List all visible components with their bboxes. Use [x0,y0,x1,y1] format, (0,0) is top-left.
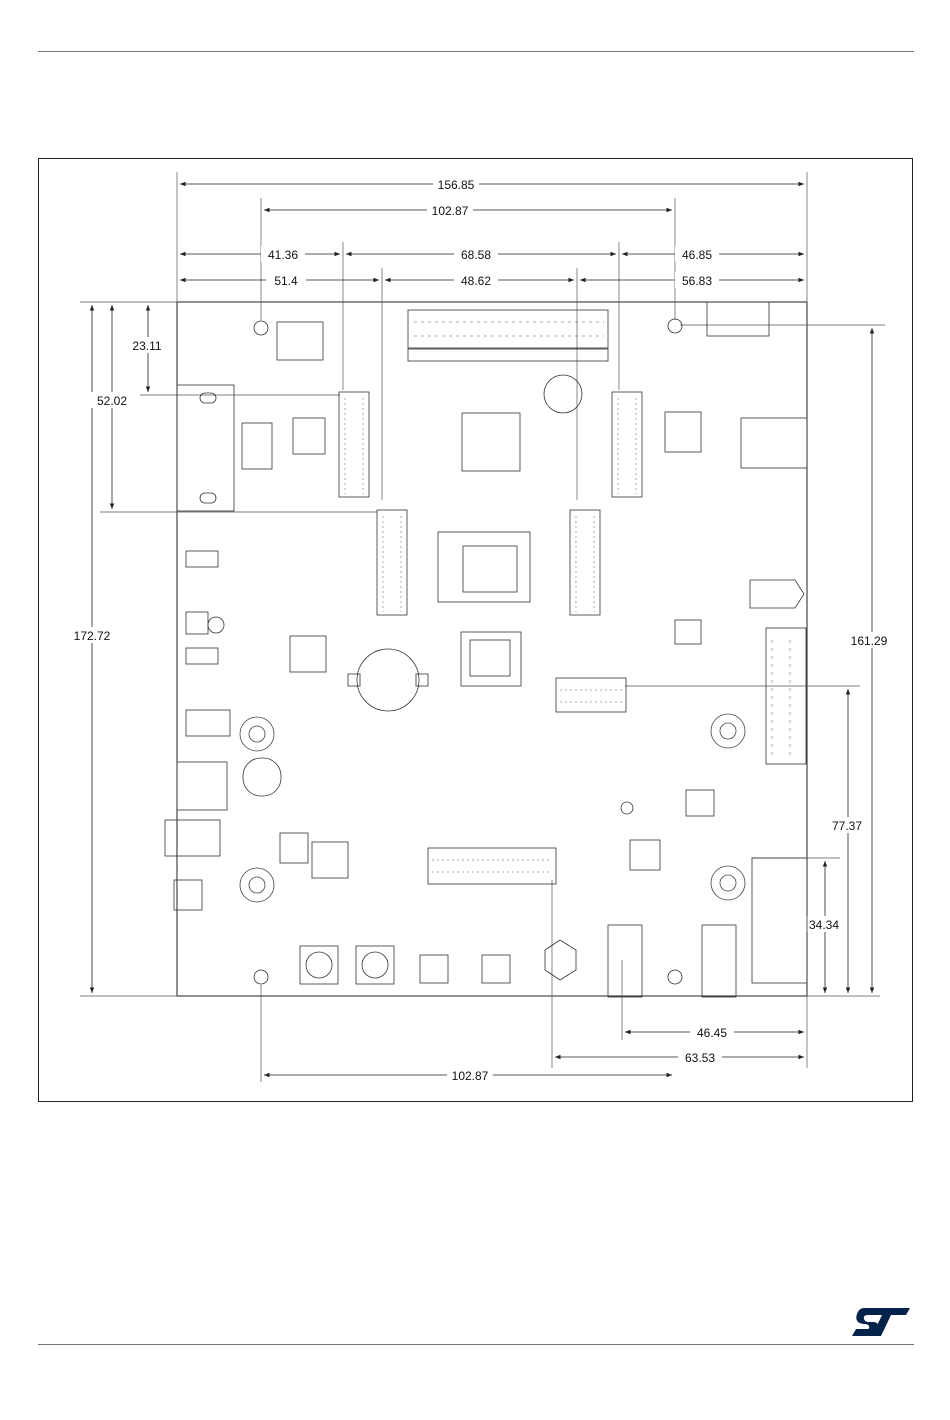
dim-right-connector-mid: 77.37 [832,819,862,833]
dim-top-a-1: 41.36 [268,248,298,262]
dim-bottom-hole-spacing: 102.87 [452,1069,489,1083]
pcb-outline [177,302,807,996]
dim-top-b-1: 51.4 [274,274,298,288]
dim-top-a-3: 46.85 [682,248,712,262]
dim-bottom-offset-a: 46.45 [697,1026,727,1040]
extension-lines [80,172,885,1082]
st-logo-icon [850,1306,912,1338]
components [165,302,807,997]
dim-left-top-offset: 23.11 [132,339,161,353]
dim-top-a-2: 68.58 [461,248,491,262]
dim-top-b-2: 48.62 [461,274,491,288]
dim-bottom-offset-b: 63.53 [685,1051,715,1065]
dim-right-connector-low: 34.34 [809,918,839,932]
dim-right-hole-spacing: 161.29 [851,634,888,648]
dim-overall-width: 156.85 [438,178,475,192]
dim-overall-height: 172.72 [74,629,111,643]
pin-rows [345,322,790,872]
standoff-rings [240,714,745,902]
dim-left-connector: 52.02 [97,394,127,408]
dim-top-hole-spacing: 102.87 [432,204,469,218]
dim-top-b-3: 56.83 [682,274,712,288]
